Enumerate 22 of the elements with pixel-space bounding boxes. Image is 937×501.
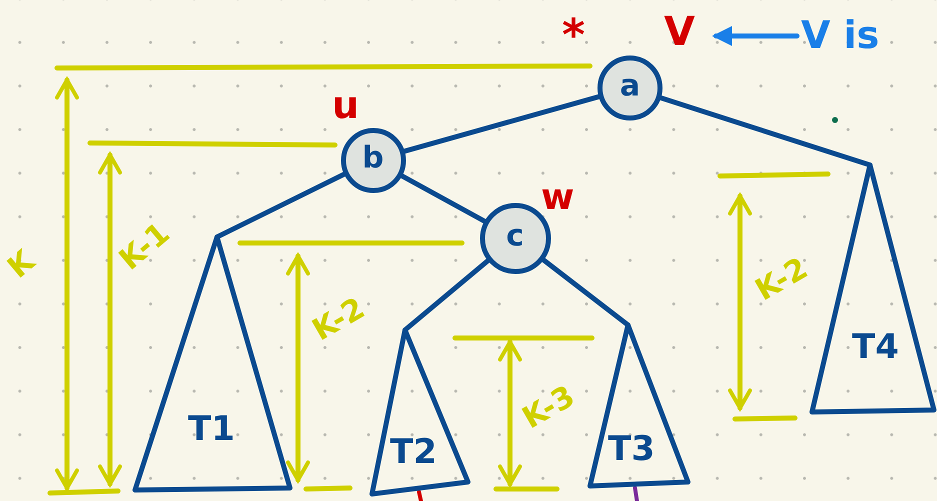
arrow — [712, 26, 800, 46]
annotation-text: V is — [801, 16, 880, 54]
dimension-label: K-3 — [518, 382, 580, 434]
subtree-label: T1 — [188, 412, 235, 446]
subtree-triangle — [372, 330, 468, 494]
dimension-label: K-2 — [308, 294, 370, 346]
tree-node-circle — [340, 128, 406, 192]
node-annotation: u — [332, 86, 360, 124]
subtree-triangle — [590, 325, 688, 486]
subtree-label: T2 — [390, 435, 437, 469]
subtree-label: T3 — [608, 432, 655, 466]
node-label: b — [362, 144, 384, 174]
node-annotation: * — [562, 14, 586, 58]
node-annotation: V — [664, 12, 695, 52]
subtree-label: T4 — [852, 330, 899, 364]
node-annotation: w — [541, 180, 574, 216]
dimension-label: K-2 — [751, 254, 813, 306]
subtree-triangle — [812, 165, 934, 412]
dimension-label: K — [3, 246, 40, 284]
dimension-label: K-1 — [114, 218, 176, 276]
node-label: c — [506, 222, 524, 252]
node-label: a — [620, 72, 640, 102]
